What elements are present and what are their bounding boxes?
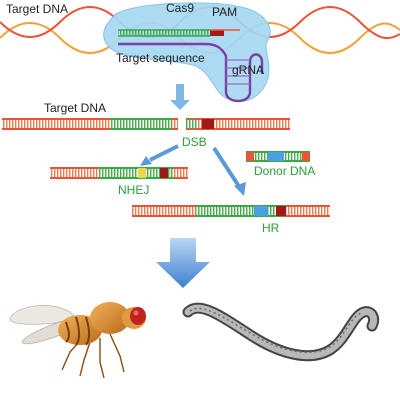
cas9-protein	[103, 2, 271, 102]
label-grna: gRNA	[232, 63, 265, 77]
label-target-sequence: Target sequence	[116, 51, 205, 65]
dsb-dna-left	[2, 118, 178, 130]
label-target-dna-mid: Target DNA	[44, 101, 107, 115]
nematode-worm-image	[182, 302, 380, 362]
arrow-to-nhej	[140, 144, 179, 166]
down-arrow-small	[170, 84, 190, 110]
label-nhej: NHEJ	[118, 183, 150, 197]
donor-dna	[246, 151, 310, 162]
fruit-fly-image	[9, 302, 146, 379]
nhej-dna	[50, 167, 188, 179]
grna-strand	[118, 42, 264, 103]
label-hr: HR	[262, 221, 280, 235]
arrow-to-hr	[212, 146, 246, 196]
down-arrow-large	[156, 238, 210, 288]
label-donor-dna: Donor DNA	[254, 164, 316, 178]
hr-dna	[132, 205, 330, 217]
label-dsb: DSB	[182, 135, 207, 149]
label-pam: PAM	[212, 5, 238, 19]
label-target-dna-top: Target DNA	[6, 2, 69, 16]
target-strand-in-cas9	[118, 29, 240, 37]
label-cas9: Cas9	[166, 1, 195, 15]
dsb-dna-right	[186, 118, 290, 130]
